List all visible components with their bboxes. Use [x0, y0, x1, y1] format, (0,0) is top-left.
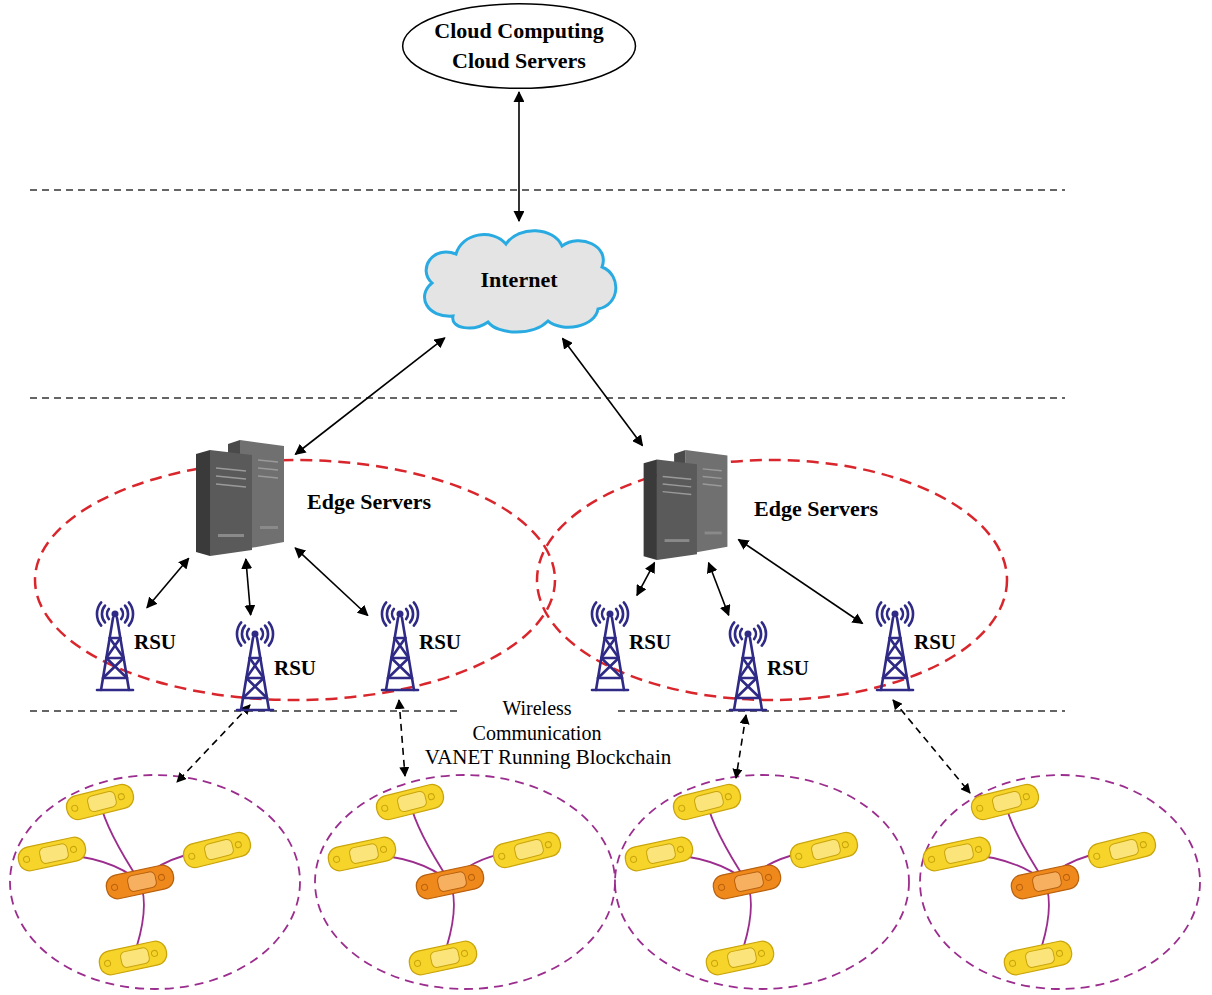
vehicle: [491, 830, 563, 870]
lead-vehicle: [104, 863, 176, 901]
lead-vehicle: [414, 863, 486, 901]
vehicle: [1086, 830, 1158, 870]
rsu-tower: RSU: [85, 598, 145, 693]
vehicle: [788, 830, 860, 870]
vehicle: [623, 835, 695, 873]
rsu-label: RSU: [134, 630, 176, 655]
vehicle-link: [707, 802, 747, 882]
link-arrow: [738, 540, 862, 624]
tier-label: Cloud Servers: [452, 46, 586, 76]
vehicle: [704, 939, 776, 977]
edge-server: Edge Servers: [636, 448, 736, 560]
vehicle: [64, 782, 136, 822]
vehicle-link: [410, 802, 450, 882]
rsu-tower: RSU: [718, 618, 778, 713]
internet-cloud: Internet: [413, 224, 625, 336]
rsu-tower: RSU: [865, 598, 925, 693]
network-label: Internet: [481, 265, 558, 295]
rsu-tower: RSU: [370, 598, 430, 693]
rsu-label: RSU: [419, 630, 461, 655]
cloud-ellipse: Cloud ComputingCloud Servers: [401, 3, 637, 89]
vehicle-link: [1005, 802, 1045, 882]
lead-vehicle: [1009, 863, 1081, 901]
link-label: Wireless Communication: [459, 696, 615, 746]
vehicle: [969, 782, 1041, 822]
edge-server: Edge Servers: [188, 438, 293, 556]
node-outline: [636, 448, 736, 560]
rsu-label: RSU: [274, 656, 316, 681]
link-arrow: [518, 92, 520, 221]
vehicle: [1002, 939, 1074, 977]
vehicle: [671, 782, 743, 822]
vehicle: [97, 939, 169, 977]
rsu-label: RSU: [767, 656, 809, 681]
layer-label: VANET Running Blockchain: [422, 745, 675, 770]
vehicle: [374, 782, 446, 822]
lead-vehicle: [711, 863, 783, 901]
link-arrow: [295, 338, 444, 454]
link-arrow: [637, 563, 655, 596]
server-label: Edge Servers: [307, 489, 431, 515]
vehicle-link: [100, 802, 140, 882]
vehicle: [407, 939, 479, 977]
vehicle: [921, 835, 993, 873]
link-arrow: [295, 548, 368, 616]
rsu-label: RSU: [914, 630, 956, 655]
vehicle: [181, 830, 253, 870]
link-arrow: [246, 559, 251, 615]
tier-label: Cloud Computing: [434, 16, 603, 46]
rsu-tower: RSU: [225, 618, 285, 713]
link-arrow: [147, 558, 189, 607]
vehicle: [326, 835, 398, 873]
rsu-label: RSU: [629, 630, 671, 655]
link-arrow: [563, 338, 643, 445]
server-label: Edge Servers: [754, 496, 878, 522]
vehicle: [16, 835, 88, 873]
node-outline: [401, 3, 637, 89]
rsu-tower: RSU: [580, 598, 640, 693]
node-outline: [188, 438, 293, 556]
link-arrow: [709, 563, 729, 615]
